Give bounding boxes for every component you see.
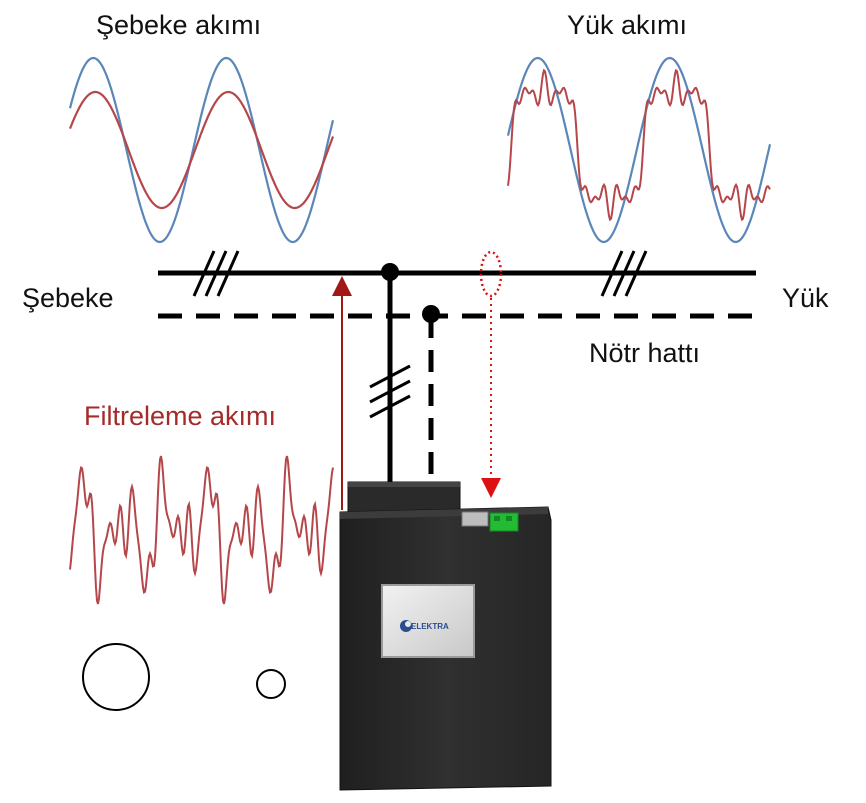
filter-current-title: Filtreleme akımı [84, 401, 276, 431]
device-port-grey [461, 511, 489, 527]
grid-phase-marks-icon [192, 250, 240, 297]
device-phase-marks-icon [369, 364, 411, 419]
grid-label: Şebeke [22, 283, 114, 313]
filter-current-wave [69, 455, 334, 605]
device-connector-green [489, 512, 519, 532]
grid-current-wave [68, 90, 335, 210]
current-sensor-icon [479, 250, 503, 298]
small-circle [256, 669, 286, 699]
grid-current-title: Şebeke akımı [96, 10, 261, 40]
grid-reference-wave [68, 56, 335, 244]
active-filter-device: ELEKTRA [339, 481, 552, 791]
load-label: Yük [782, 283, 829, 313]
load-current-title: Yük akımı [567, 10, 687, 40]
large-circle [82, 643, 150, 711]
phase-junction-icon [381, 263, 399, 281]
load-phase-marks-icon [600, 250, 648, 297]
neutral-line-label: Nötr hattı [589, 338, 700, 368]
device-brand: ELEKTRA [411, 622, 449, 631]
device-screen [381, 584, 475, 658]
load-current-wave [507, 68, 771, 222]
neutral-junction-icon [422, 305, 440, 323]
load-reference-wave [506, 56, 772, 244]
